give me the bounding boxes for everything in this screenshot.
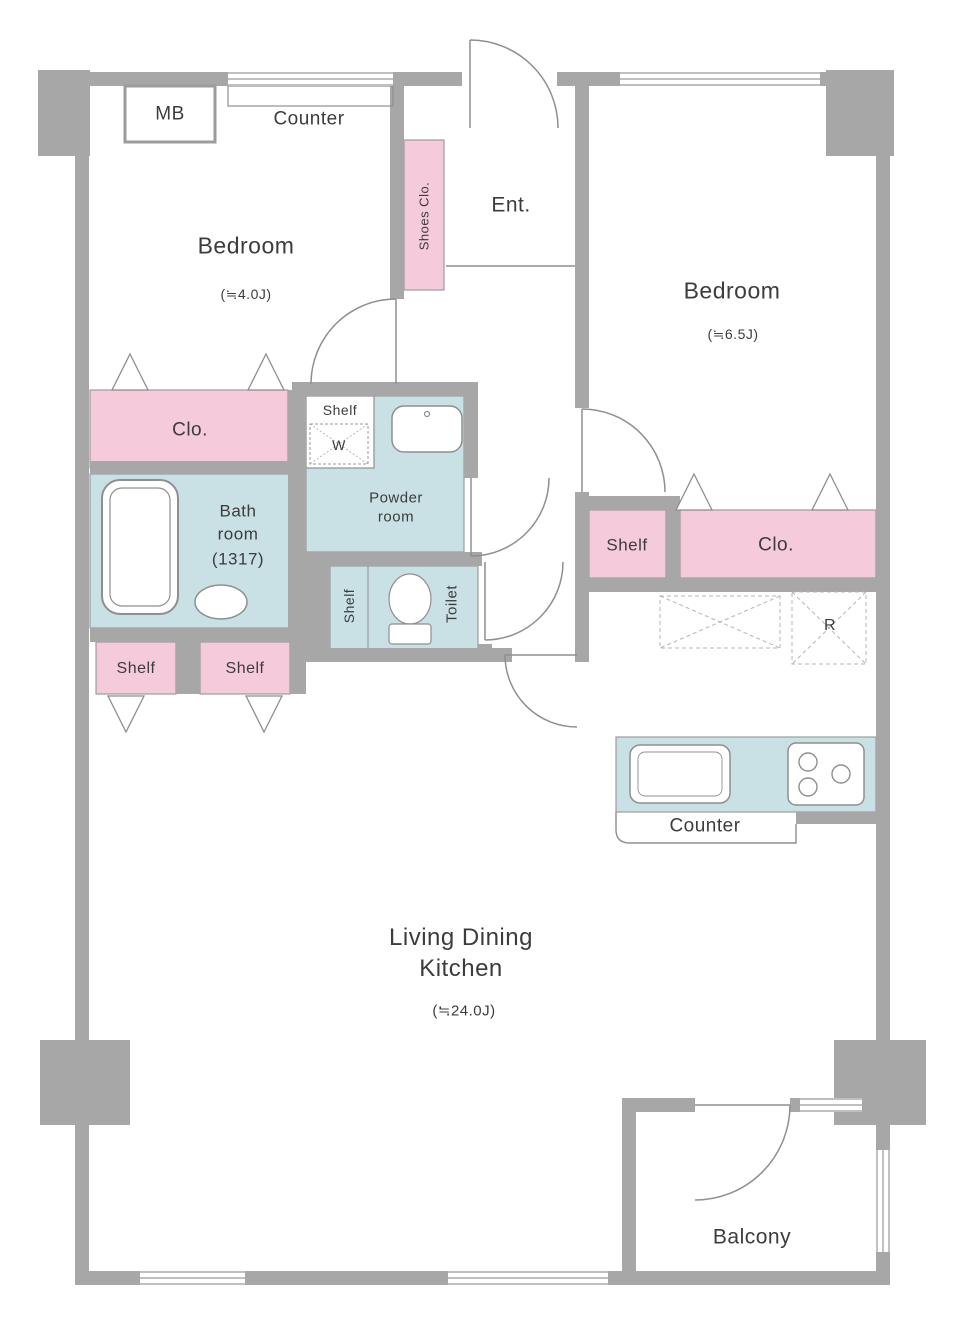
wash-basin-icon bbox=[194, 584, 248, 620]
pillars bbox=[38, 70, 926, 1125]
folding-door-triangles bbox=[106, 352, 850, 734]
label-kitchen-counter: Counter bbox=[669, 815, 741, 837]
door-swing-arc bbox=[469, 39, 559, 129]
door-swing-arc bbox=[694, 1104, 791, 1201]
walls bbox=[75, 72, 890, 1285]
door-swing-arc bbox=[310, 298, 397, 385]
door-swings bbox=[310, 39, 791, 1201]
window-glyph bbox=[800, 1098, 862, 1112]
label-bathroom-2: room bbox=[217, 524, 259, 544]
label-closet-left: Clo. bbox=[172, 419, 208, 441]
label-toilet: Toilet bbox=[443, 584, 461, 624]
window-glyph bbox=[620, 72, 820, 86]
door-swing-arc bbox=[581, 408, 666, 493]
label-shelf-laundry: Shelf bbox=[322, 402, 358, 418]
kitchen-sink-icon bbox=[629, 744, 731, 804]
window-glyph bbox=[448, 1271, 608, 1285]
bathtub-icon bbox=[101, 479, 179, 615]
meter-box bbox=[123, 84, 217, 144]
label-shoes-closet: Shoes Clo. bbox=[416, 181, 432, 251]
label-powder-room-2: room bbox=[377, 508, 415, 526]
window-glyph bbox=[140, 1271, 245, 1285]
window-glyph bbox=[228, 72, 393, 86]
shoes-closet-area bbox=[403, 139, 445, 291]
refrigerator-space-icon bbox=[791, 591, 867, 665]
stove-icon bbox=[787, 742, 865, 806]
powder-sink-icon bbox=[391, 405, 463, 453]
fixture-icons bbox=[101, 395, 865, 806]
label-powder-room-1: Powder bbox=[369, 489, 423, 507]
door-swing-arc bbox=[504, 654, 578, 728]
toilet-bowl-icon bbox=[388, 573, 432, 645]
label-bathroom-size: (1317) bbox=[211, 549, 265, 569]
label-refrigerator: R bbox=[823, 617, 837, 634]
folding-door-triangle bbox=[246, 352, 286, 391]
label-ldk-size: (≒24.0J) bbox=[432, 1002, 496, 1020]
folding-door-triangle bbox=[106, 695, 146, 734]
label-ldk-2: Kitchen bbox=[419, 955, 503, 982]
label-bedroom-1-size: (≒4.0J) bbox=[220, 286, 272, 302]
label-toilet-shelf: Shelf bbox=[341, 588, 357, 624]
label-bedroom-2-size: (≒6.5J) bbox=[707, 326, 759, 342]
closet-right-area bbox=[679, 509, 877, 579]
label-bathroom-1: Bath bbox=[219, 501, 257, 521]
label-closet-right: Clo. bbox=[758, 534, 794, 556]
label-bedroom-1: Bedroom bbox=[197, 232, 295, 259]
folding-door-triangle bbox=[110, 352, 150, 391]
cupboard-space-icon bbox=[659, 595, 781, 649]
kitchen-counter-outline bbox=[615, 812, 797, 844]
folding-door-triangle bbox=[674, 472, 714, 511]
label-shelf-bottom-1: Shelf bbox=[116, 660, 156, 677]
washing-machine-icon bbox=[305, 395, 375, 469]
label-bedroom-2: Bedroom bbox=[683, 277, 781, 304]
label-shelf-right: Shelf bbox=[606, 535, 648, 555]
window-glyph bbox=[876, 1150, 890, 1252]
label-counter-window: Counter bbox=[273, 108, 345, 130]
door-swing-arc bbox=[484, 561, 564, 641]
label-meter-box: MB bbox=[155, 103, 185, 125]
door-swing-arc bbox=[470, 477, 550, 557]
folding-door-triangle bbox=[810, 472, 850, 511]
label-entrance: Ent. bbox=[491, 193, 531, 217]
folding-door-triangle bbox=[244, 695, 284, 734]
label-ldk-1: Living Dining bbox=[389, 924, 533, 951]
windows bbox=[140, 72, 890, 1285]
label-washing-machine: W bbox=[332, 437, 346, 453]
label-balcony: Balcony bbox=[712, 1225, 792, 1249]
label-shelf-bottom-2: Shelf bbox=[225, 660, 265, 677]
closet-left-area bbox=[89, 389, 289, 469]
